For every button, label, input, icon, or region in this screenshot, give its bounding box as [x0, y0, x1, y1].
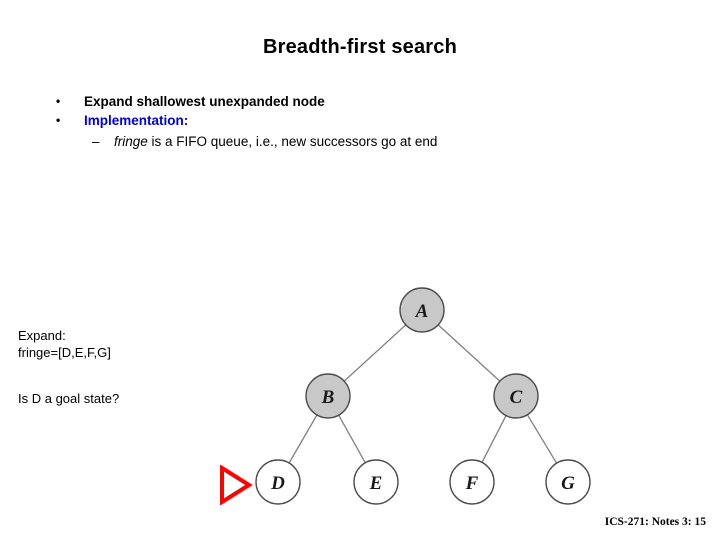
svg-text:B: B — [321, 387, 335, 408]
tree-edges — [288, 324, 558, 464]
red-triangle-pointer-icon — [219, 464, 253, 510]
bullet-item-1-label: Expand shallowest unexpanded node — [84, 94, 325, 109]
tree-node-a: A — [399, 287, 445, 333]
expand-note: Expand: fringe=[D,E,F,G] — [18, 327, 111, 361]
tree-nodes: A B C D E F G — [255, 287, 591, 505]
bullet-marker-icon: • — [56, 113, 61, 127]
bullet-item-2-colon: : — [183, 113, 189, 128]
slide-footer: ICS-271: Notes 3: 15 — [604, 516, 706, 528]
tree-node-d: D — [255, 459, 301, 505]
svg-text:D: D — [270, 473, 285, 494]
bullet-item-1: • Expand shallowest unexpanded node — [44, 92, 684, 111]
bullet-list: • Expand shallowest unexpanded node • Im… — [44, 92, 684, 152]
page-title: Breadth-first search — [262, 36, 458, 58]
tree-node-g: G — [545, 459, 591, 505]
edge-a-b — [343, 324, 407, 382]
sub-bullet-marker-icon: – — [92, 134, 100, 149]
sub-bullet-label: is a FIFO queue, i.e., new successors go… — [147, 134, 438, 149]
expand-note-line2: fringe=[D,E,F,G] — [18, 345, 111, 360]
expand-note-line1: Expand: — [18, 328, 66, 343]
edge-b-e — [338, 414, 366, 464]
search-tree-diagram: A B C D E F G — [210, 270, 610, 520]
svg-text:C: C — [510, 387, 523, 408]
bullet-marker-icon: • — [56, 94, 61, 108]
sub-bullet-emphasis: fringe — [114, 134, 148, 149]
tree-node-c: C — [493, 373, 539, 419]
edge-c-f — [481, 415, 507, 463]
tree-node-b: B — [305, 373, 351, 419]
edge-b-d — [288, 414, 318, 464]
svg-text:F: F — [465, 473, 479, 494]
tree-node-e: E — [353, 459, 399, 505]
svg-text:E: E — [369, 473, 383, 494]
edge-c-g — [526, 414, 558, 464]
goal-question-note: Is D a goal state? — [18, 391, 120, 406]
sub-bullet-item: – fringe is a FIFO queue, i.e., new succ… — [44, 132, 684, 152]
bullet-item-2: • Implementation: — [44, 111, 684, 130]
svg-text:G: G — [561, 473, 575, 494]
bullet-item-2-keyword: Implementation — [84, 113, 184, 128]
tree-node-f: F — [449, 459, 495, 505]
svg-text:A: A — [415, 301, 429, 322]
edge-a-c — [437, 324, 501, 382]
